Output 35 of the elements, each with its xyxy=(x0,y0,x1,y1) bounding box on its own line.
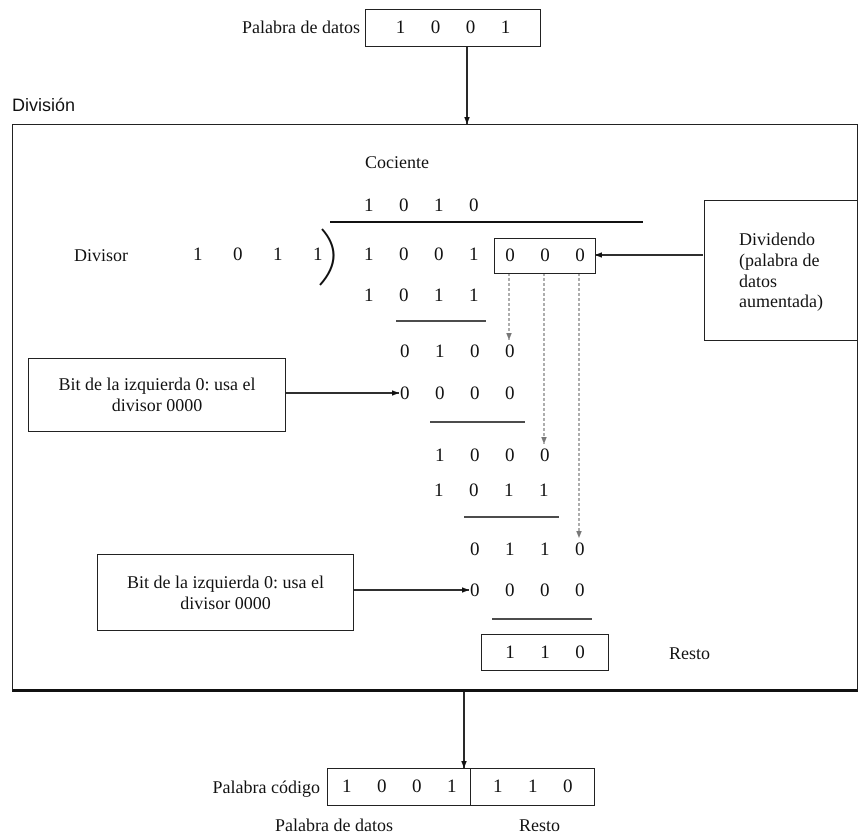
codeword-label: Palabra código xyxy=(212,776,320,798)
partial-remainder: 0 1 1 0 xyxy=(470,539,586,561)
remainder-label: Resto xyxy=(669,642,710,664)
remainder-label: Resto xyxy=(519,814,560,836)
data-word-box: 1 0 0 1 xyxy=(365,9,541,47)
zero-divisor-digits: 0 0 0 0 xyxy=(400,383,516,405)
partial-remainder: 1 0 0 0 xyxy=(435,445,551,467)
divisor-label: Divisor xyxy=(74,244,128,266)
partial-remainder: 0 1 0 0 xyxy=(400,341,516,363)
dividend-note: Dividendo (palabra de datos aumentada) xyxy=(704,200,858,341)
bring-down-arrow xyxy=(506,273,512,340)
data-bits-cell: 1 0 0 1 xyxy=(328,769,472,805)
bring-down-arrow xyxy=(541,273,547,444)
quotient-label: Cociente xyxy=(365,151,429,173)
divisor-note: Bit de la izquierda 0: usa el divisor 0000 xyxy=(97,554,354,631)
zero-divisor-digits: 0 0 0 0 xyxy=(470,580,586,602)
appended-zeros-box: 0 0 0 xyxy=(494,238,596,274)
quotient-digits: 1 0 1 0 xyxy=(364,195,478,217)
data-word-label: Palabra de datos xyxy=(242,16,360,38)
divisor-digits: 1 0 1 1 xyxy=(193,244,322,266)
dividend-digits: 1 0 0 1 xyxy=(364,244,478,266)
bring-down-arrow xyxy=(576,273,582,538)
panel-heading: División xyxy=(12,95,76,116)
subtrahend-digits: 1 0 1 1 xyxy=(434,480,548,502)
arrow xyxy=(464,47,470,124)
subtrahend-digits: 1 0 1 1 xyxy=(364,285,478,307)
codeword-box xyxy=(327,768,595,806)
arrow xyxy=(353,587,469,593)
remainder-box: 1 1 0 xyxy=(481,634,609,671)
data-word-label: Palabra de datos xyxy=(275,814,393,836)
arrow xyxy=(461,692,467,768)
arrow xyxy=(285,390,399,396)
arrow xyxy=(595,252,703,258)
divisor-note: Bit de la izquierda 0: usa el divisor 0000 xyxy=(28,358,286,432)
remainder-bits-cell-text: 1 1 0 xyxy=(492,775,574,799)
